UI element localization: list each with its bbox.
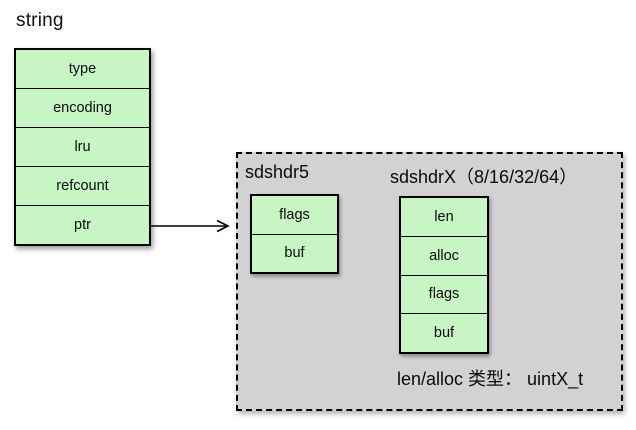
robj-row-lru: lru — [16, 127, 149, 166]
sdshdrx-table: len alloc flags buf — [399, 196, 489, 354]
sdshdr5-table: flags buf — [250, 194, 339, 274]
robj-table: type encoding lru refcount ptr — [14, 48, 151, 246]
sdshdr5-row-flags: flags — [279, 206, 310, 223]
robj-row-encoding: encoding — [16, 88, 149, 127]
sdshdrx-row-alloc: alloc — [401, 235, 487, 275]
robj-row-type: type — [68, 61, 97, 77]
sdshdr5-label: sdshdr5 — [245, 162, 310, 182]
diagram-title: string — [16, 10, 64, 31]
sdshdrx-row-len: len — [434, 208, 454, 225]
len-alloc-type-note: len/alloc 类型： uintX_t — [397, 369, 584, 389]
robj-row-refcount: refcount — [16, 166, 149, 205]
sdshdr5-row-buf: buf — [252, 233, 337, 273]
ptr-arrow-icon — [151, 219, 230, 233]
sds-panel: sdshdr5 flags buf sdshdrX（8/16/32/64） le… — [236, 152, 623, 411]
robj-row-ptr: ptr — [16, 205, 149, 244]
sdshdrx-row-buf: buf — [401, 313, 487, 352]
sdshdrx-label: sdshdrX（8/16/32/64） — [390, 167, 578, 187]
sdshdrx-row-flags: flags — [401, 274, 487, 314]
